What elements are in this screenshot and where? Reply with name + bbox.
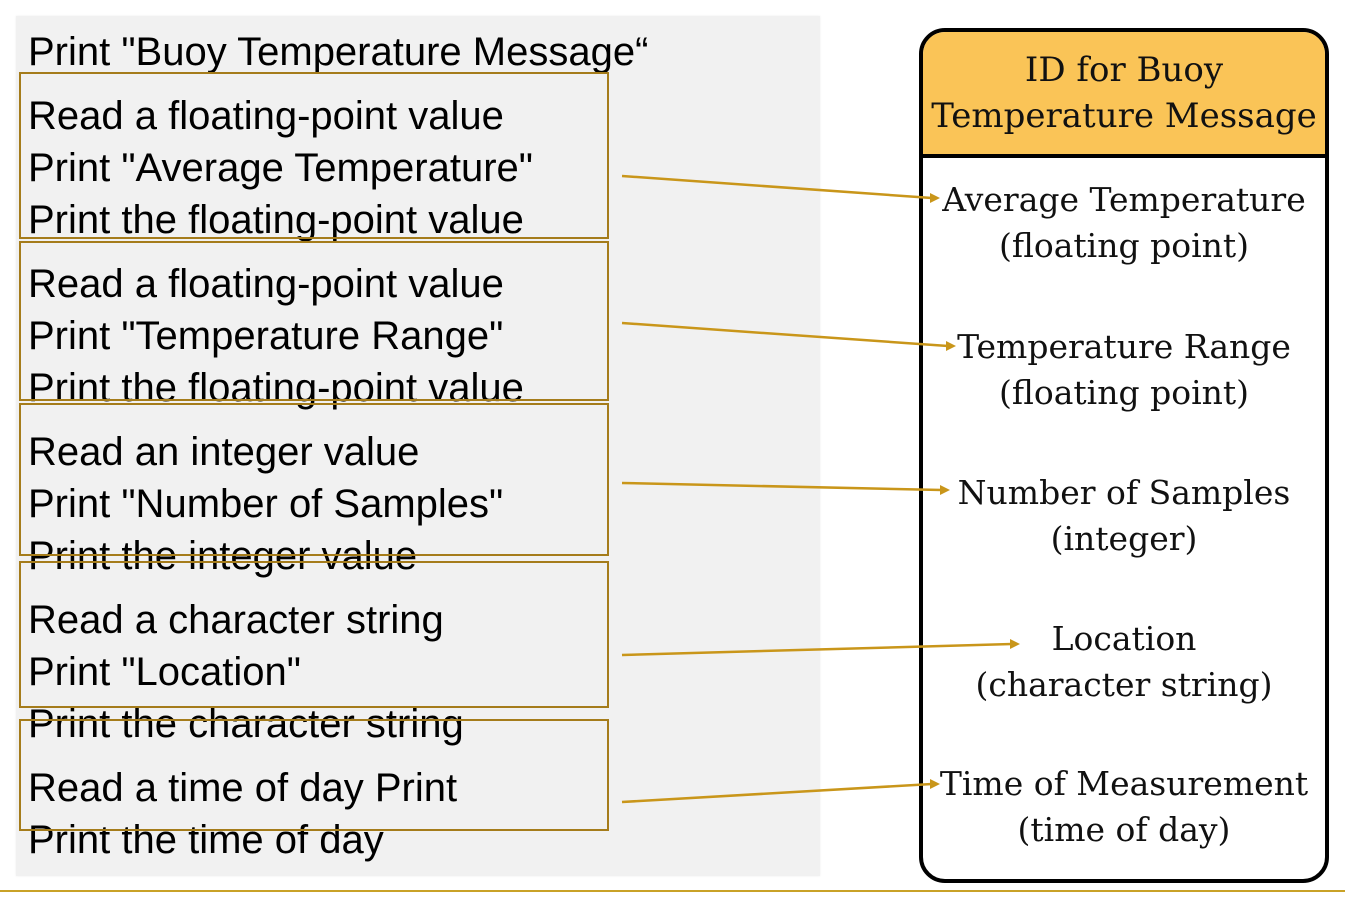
code-line-print-float-2: Print the floating-point value (28, 366, 524, 410)
code-line-read-float-1: Read a floating-point value (28, 94, 504, 138)
group-box-time-of-day (19, 719, 609, 831)
field-number-of-samples: Number of Samples (integer) (923, 470, 1325, 562)
code-line-read-string: Read a character string (28, 598, 444, 642)
field-average-temperature: Average Temperature (floating point) (923, 177, 1325, 269)
bottom-divider (0, 890, 1345, 892)
field-type: (floating point) (998, 226, 1250, 265)
code-line-print-title: Print "Buoy Temperature Message“ (28, 30, 649, 74)
code-line-read-time: Read a time of day Print (28, 766, 458, 810)
card-header-line-1: ID for Buoy (1024, 50, 1224, 90)
code-line-print-avg-label: Print "Average Temperature" (28, 146, 533, 190)
program-panel (16, 16, 820, 876)
field-name: Temperature Range (957, 327, 1291, 366)
code-line-print-integer: Print the integer value (28, 534, 418, 578)
card-header-line-2: Temperature Message (931, 96, 1317, 136)
group-box-temperature-range (19, 241, 609, 401)
field-name: Average Temperature (942, 180, 1306, 219)
group-box-number-of-samples (19, 403, 609, 556)
code-line-print-samples-label: Print "Number of Samples" (28, 482, 504, 526)
card-header: ID for Buoy Temperature Message (923, 32, 1325, 158)
code-line-read-integer: Read an integer value (28, 430, 420, 474)
code-line-read-float-2: Read a floating-point value (28, 262, 504, 306)
field-time-of-measurement: Time of Measurement (time of day) (923, 761, 1325, 853)
group-box-average-temperature (19, 72, 609, 239)
code-line-print-range-label: Print "Temperature Range" (28, 314, 504, 358)
code-line-print-float-1: Print the floating-point value (28, 198, 524, 242)
message-record-card: ID for Buoy Temperature Message Average … (919, 28, 1329, 883)
field-name: Location (1051, 619, 1197, 658)
group-box-location (19, 561, 609, 708)
code-line-print-location-label: Print "Location" (28, 650, 301, 694)
field-location: Location (character string) (923, 616, 1325, 708)
field-name: Time of Measurement (939, 764, 1309, 803)
field-type: (floating point) (998, 373, 1250, 412)
field-type: (time of day) (1017, 810, 1231, 849)
code-line-print-time: Print the time of day (28, 818, 384, 862)
field-type: (integer) (1050, 519, 1198, 558)
field-type: (character string) (975, 665, 1273, 704)
field-temperature-range: Temperature Range (floating point) (923, 324, 1325, 416)
code-line-print-string: Print the character string (28, 702, 464, 746)
field-name: Number of Samples (957, 473, 1291, 512)
